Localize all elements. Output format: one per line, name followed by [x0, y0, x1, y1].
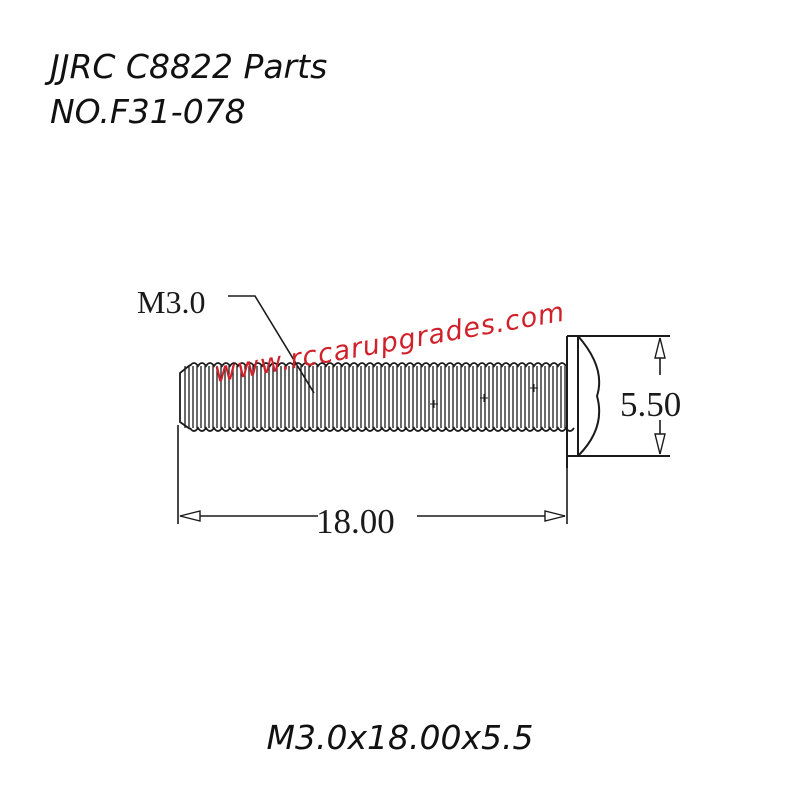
part-title: JJRC C8822 Parts	[50, 47, 328, 86]
head-diameter-label: 5.50	[620, 385, 681, 424]
thread-size-callout: M3.0	[137, 284, 315, 394]
length-dimension: 18.00	[177, 425, 568, 541]
screw-head	[566, 335, 670, 468]
length-label: 18.00	[316, 502, 395, 541]
head-diameter-dimension: 5.50	[620, 337, 681, 455]
spec-caption: M3.0x18.00x5.5	[266, 718, 534, 757]
thread-size-label: M3.0	[137, 284, 205, 320]
screw-thread-body	[179, 362, 575, 432]
part-number: NO.F31-078	[50, 92, 246, 131]
